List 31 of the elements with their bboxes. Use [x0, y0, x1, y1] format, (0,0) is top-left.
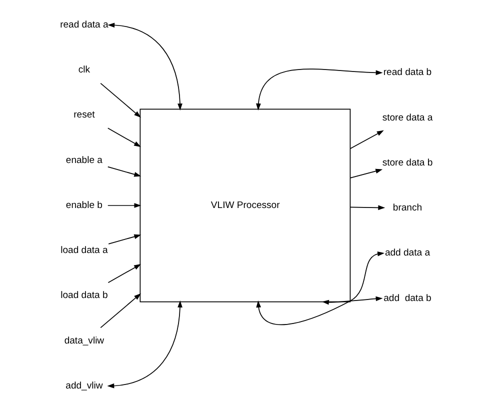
node-text: load data b	[60, 290, 108, 302]
node-text: load data a	[60, 245, 108, 256]
node-text: clk	[78, 64, 90, 76]
arrow	[108, 234, 142, 244]
node-text: data_vliw	[64, 335, 104, 346]
node-text: add data b	[384, 292, 432, 304]
node-text: store data a	[382, 112, 433, 124]
node-text: enable a	[66, 154, 102, 166]
arrow	[107, 203, 142, 208]
arrow	[350, 168, 383, 178]
arrow	[100, 293, 141, 328]
arrow	[256, 251, 384, 326]
arrow	[350, 205, 386, 210]
node-text: read data a	[60, 19, 108, 30]
arrow	[107, 128, 142, 147]
node-text: branch	[392, 202, 422, 214]
arrow	[322, 296, 383, 305]
node-text: store data b	[382, 157, 433, 168]
node-text: add_vliw	[66, 380, 103, 392]
arrow	[256, 68, 383, 110]
arrow	[107, 166, 142, 177]
arrow	[100, 82, 141, 118]
arrow	[108, 22, 182, 110]
node-text: read data b	[383, 67, 432, 78]
arrow	[108, 264, 142, 284]
arrow	[107, 300, 182, 388]
node-text: enable b	[66, 200, 102, 211]
node-text: reset	[74, 110, 95, 121]
arrow	[350, 130, 384, 150]
node-box: VLIW Processor	[140, 108, 351, 302]
node-text: add data a	[384, 248, 430, 259]
